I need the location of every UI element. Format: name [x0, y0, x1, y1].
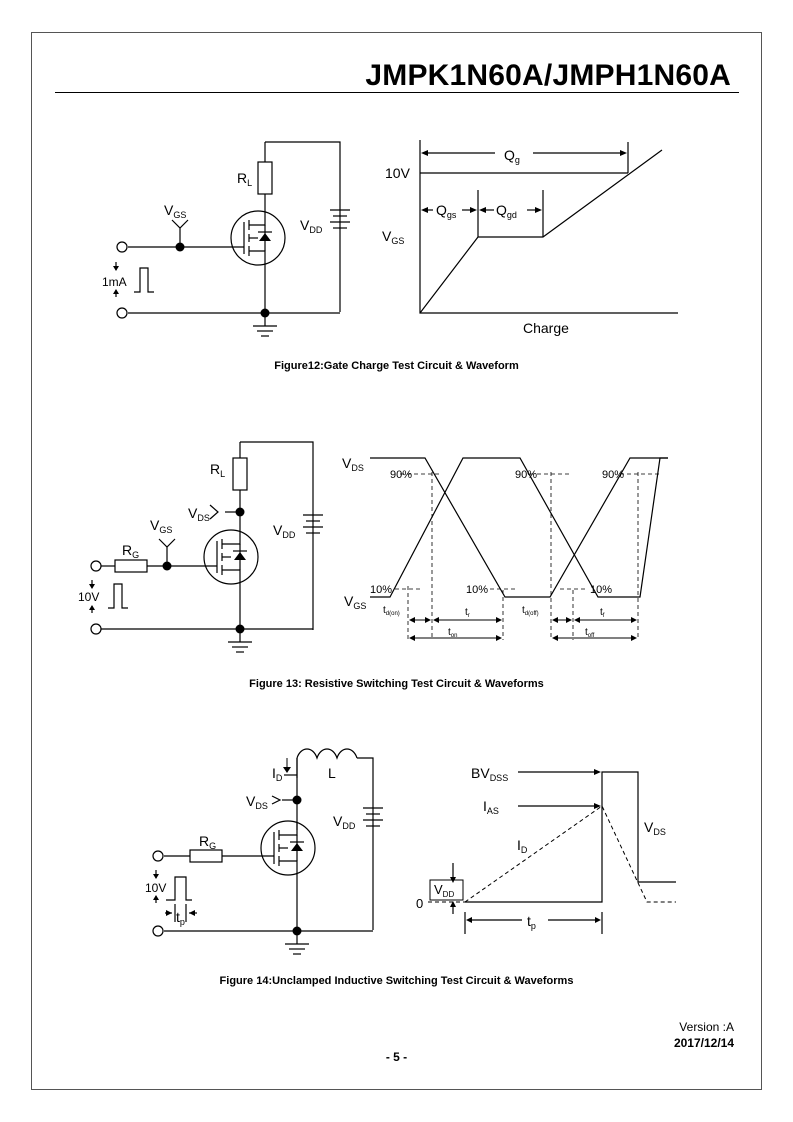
figure13-waveform: VDS VGS 90% 90% 90% 10% 10% 10% td(on) t… [342, 455, 668, 641]
page-number: - 5 - [385, 1050, 408, 1064]
tr-label: tr [465, 607, 470, 619]
vdd-label: VDD [273, 522, 296, 540]
figure12-caption: Figure12:Gate Charge Test Circuit & Wave… [274, 360, 519, 372]
pct10-label-2: 10% [466, 584, 488, 596]
qg-label: Qg [504, 147, 520, 165]
vgs-label: VGS [344, 593, 366, 611]
ias-label: IAS [483, 798, 499, 816]
figure14-caption: Figure 14:Unclamped Inductive Switching … [219, 975, 574, 987]
id-label: ID [272, 765, 283, 783]
bvdss-label: BVDSS [471, 765, 508, 783]
charge-axis-label: Charge [523, 320, 569, 336]
pulse-label: 10V [78, 590, 99, 604]
tp-label: tp [176, 909, 185, 927]
id-label: ID [517, 837, 528, 855]
tf-label: tf [600, 607, 605, 619]
figure14-circuit: ID L VDS VDD RG 10V tp [145, 748, 383, 955]
rl-label: RL [237, 170, 252, 188]
figure13-circuit: RL VGS VDS RG VDD 10V [78, 441, 323, 653]
td-on-label: td(on) [383, 605, 400, 617]
vgs-label: VGS [164, 202, 186, 220]
vgs-axis-label: VGS [382, 228, 404, 246]
qgd-label: Qgd [496, 202, 517, 220]
version-label: Version :A [679, 1020, 734, 1034]
date-label: 2017/12/14 [673, 1036, 734, 1050]
vdd-label: VDD [333, 813, 356, 831]
pulse-label: 10V [145, 881, 166, 895]
page-frame [31, 32, 762, 1090]
pct10-label-1: 10% [370, 584, 392, 596]
zero-label: 0 [416, 896, 423, 911]
vds-label: VDS [644, 819, 666, 837]
vds-label: VDS [342, 455, 364, 473]
ten-volt-label: 10V [385, 165, 411, 181]
vdd-label: VDD [434, 882, 454, 899]
document-title: JMPK1N60A/JMPH1N60A [365, 59, 731, 92]
pct90-label-3: 90% [602, 469, 624, 481]
pct90-label-1: 90% [390, 469, 412, 481]
toff-label: toff [585, 627, 595, 639]
ton-label: ton [448, 627, 457, 639]
figure14-waveform: BVDSS IAS ID VDS VDD 0 tp [416, 765, 676, 934]
figure12-circuit: RL VGS VDD 1mA [102, 141, 350, 337]
tp-label: tp [527, 913, 536, 931]
figure13-caption: Figure 13: Resistive Switching Test Circ… [249, 678, 544, 690]
td-off-label: td(off) [522, 605, 539, 617]
vds-label: VDS [246, 793, 268, 811]
vdd-label: VDD [300, 217, 323, 235]
rl-label: RL [210, 461, 225, 479]
pct90-label-2: 90% [515, 469, 537, 481]
vgs-label: VGS [150, 517, 172, 535]
inductor-label: L [328, 765, 336, 781]
rg-label: RG [122, 542, 139, 560]
vds-label: VDS [188, 505, 210, 523]
rg-label: RG [199, 833, 216, 851]
header-rule [55, 92, 739, 93]
figure12-waveform: Qg 10V Qgs Qgd VGS Charge [382, 140, 678, 336]
pct10-label-3: 10% [590, 584, 612, 596]
current-label: 1mA [102, 275, 127, 289]
qgs-label: Qgs [436, 202, 457, 220]
